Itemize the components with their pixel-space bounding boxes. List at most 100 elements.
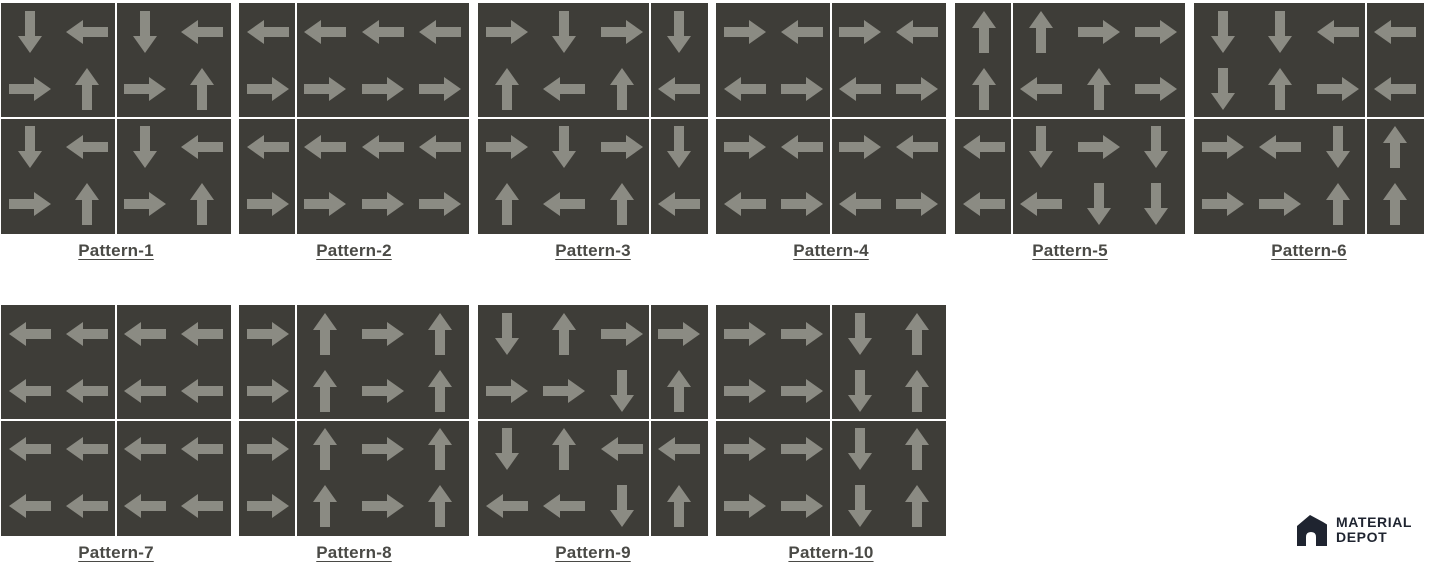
pattern-card-3[interactable]: Pattern-3: [478, 3, 708, 261]
tile-grid: [1, 305, 231, 536]
pattern-card-10[interactable]: Pattern-10: [716, 305, 946, 563]
arrow-up-icon: [313, 370, 337, 412]
arrow-right-icon: [601, 322, 643, 346]
pattern-label[interactable]: Pattern-8: [316, 543, 392, 562]
pattern-card-7[interactable]: Pattern-7: [1, 305, 231, 563]
arrow-left-icon: [419, 135, 461, 159]
pattern-card-8[interactable]: Pattern-8: [239, 305, 469, 563]
arrow-left-icon: [181, 135, 223, 159]
arrow-right-icon: [486, 20, 528, 44]
arrow-left-icon: [724, 192, 766, 216]
arrow-right-icon: [124, 77, 166, 101]
brand-line-1: MATERIAL: [1336, 514, 1413, 530]
arrow-right-icon: [658, 322, 700, 346]
arrow-left-icon: [1020, 77, 1062, 101]
arrow-up-icon: [190, 183, 214, 225]
arrow-up-icon: [667, 485, 691, 527]
grout-line: [239, 117, 469, 119]
arrow-right-icon: [601, 20, 643, 44]
arrow-right-icon: [724, 437, 766, 461]
pattern-label[interactable]: Pattern-3: [555, 241, 631, 260]
arrow-right-icon: [124, 192, 166, 216]
arrow-up-icon: [1383, 183, 1407, 225]
arrow-down-icon: [848, 313, 872, 355]
material-depot-logo[interactable]: MATERIAL DEPOT: [1295, 510, 1430, 550]
arrow-up-icon: [667, 370, 691, 412]
arrow-up-icon: [972, 11, 996, 53]
tile-grid: [716, 305, 946, 536]
arrow-up-icon: [313, 485, 337, 527]
arrow-left-icon: [658, 77, 700, 101]
arrow-down-icon: [610, 485, 634, 527]
arrow-down-icon: [133, 126, 157, 168]
arrow-up-icon: [1326, 183, 1350, 225]
pattern-card-4[interactable]: Pattern-4: [716, 3, 946, 261]
arrow-right-icon: [896, 192, 938, 216]
tile-grid: [955, 3, 1185, 234]
arrow-left-icon: [658, 192, 700, 216]
arrow-left-icon: [9, 379, 51, 403]
pattern-label[interactable]: Pattern-2: [316, 241, 392, 260]
pattern-label[interactable]: Pattern-5: [1032, 241, 1108, 260]
arrow-right-icon: [781, 437, 823, 461]
arrow-down-icon: [1211, 11, 1235, 53]
tile-grid: [239, 305, 469, 536]
arrow-down-icon: [1029, 126, 1053, 168]
arrow-up-icon: [1087, 68, 1111, 110]
arrow-up-icon: [190, 68, 214, 110]
arrow-down-icon: [667, 126, 691, 168]
arrow-left-icon: [181, 437, 223, 461]
arrow-down-icon: [667, 11, 691, 53]
pattern-card-5[interactable]: Pattern-5: [955, 3, 1185, 261]
grout-line: [1, 117, 231, 119]
arrow-right-icon: [247, 77, 289, 101]
arrow-up-icon: [552, 428, 576, 470]
arrow-left-icon: [124, 322, 166, 346]
arrow-up-icon: [905, 485, 929, 527]
pattern-label[interactable]: Pattern-7: [78, 543, 154, 562]
arrow-right-icon: [781, 192, 823, 216]
arrow-right-icon: [724, 494, 766, 518]
brand-line-2: DEPOT: [1336, 529, 1388, 545]
pattern-card-1[interactable]: Pattern-1: [1, 3, 231, 261]
arrow-left-icon: [124, 494, 166, 518]
tile-grid: [1194, 3, 1424, 234]
arrow-right-icon: [1202, 135, 1244, 159]
pattern-label[interactable]: Pattern-4: [793, 241, 869, 260]
arrow-left-icon: [66, 322, 108, 346]
tile-grid: [478, 305, 708, 536]
arrow-right-icon: [543, 379, 585, 403]
arrow-left-icon: [1020, 192, 1062, 216]
arrow-down-icon: [552, 126, 576, 168]
arrow-right-icon: [9, 77, 51, 101]
pattern-label[interactable]: Pattern-10: [788, 543, 874, 562]
arrow-up-icon: [495, 68, 519, 110]
arrow-left-icon: [247, 135, 289, 159]
arrow-up-icon: [552, 313, 576, 355]
arrow-down-icon: [18, 126, 42, 168]
arrow-down-icon: [1144, 183, 1168, 225]
arrow-up-icon: [313, 428, 337, 470]
arrow-down-icon: [552, 11, 576, 53]
pattern-card-2[interactable]: Pattern-2: [239, 3, 469, 261]
arrow-right-icon: [304, 77, 346, 101]
arrow-right-icon: [247, 322, 289, 346]
pattern-card-6[interactable]: Pattern-6: [1194, 3, 1424, 261]
arrow-down-icon: [1144, 126, 1168, 168]
arrow-left-icon: [781, 135, 823, 159]
brand-wordmark: MATERIAL DEPOT: [1336, 515, 1412, 545]
pattern-label[interactable]: Pattern-6: [1271, 241, 1347, 260]
tile-grid: [1, 3, 231, 234]
arrow-left-icon: [839, 192, 881, 216]
arrow-right-icon: [1317, 77, 1359, 101]
pattern-label[interactable]: Pattern-9: [555, 543, 631, 562]
arrow-right-icon: [362, 77, 404, 101]
pattern-label[interactable]: Pattern-1: [78, 241, 154, 260]
arrow-left-icon: [181, 322, 223, 346]
pattern-card-9[interactable]: Pattern-9: [478, 305, 708, 563]
arrow-left-icon: [362, 135, 404, 159]
arrow-left-icon: [9, 322, 51, 346]
arrow-right-icon: [781, 494, 823, 518]
arrow-left-icon: [181, 379, 223, 403]
arrow-right-icon: [1078, 135, 1120, 159]
